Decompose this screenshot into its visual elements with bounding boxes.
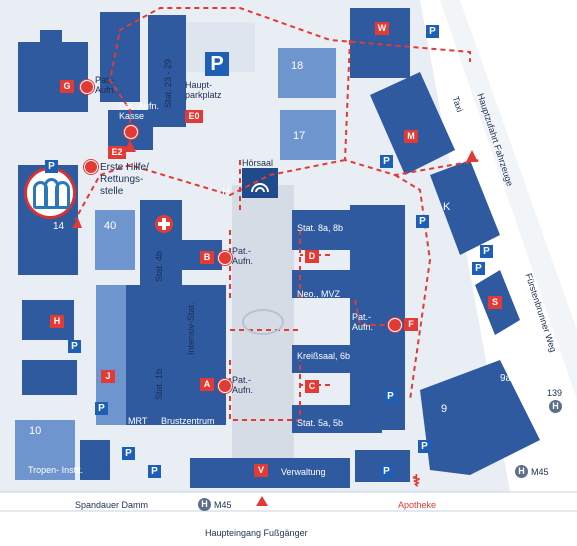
route-path (74, 7, 481, 421)
label-tropen: Tropen- Instit. (28, 465, 84, 475)
hospital-logo (24, 167, 76, 219)
label-14: 14 (53, 221, 65, 232)
pharmacy-icon: ⚕ (412, 473, 421, 490)
parking-icon: P (426, 25, 439, 38)
label-stat-1b: Stat. 1b (154, 368, 164, 400)
road-spandauer-damm: Spandauer Damm (75, 500, 149, 510)
label-18: 18 (291, 60, 304, 72)
badge-v: V (254, 464, 268, 477)
label-pat-aufn-a: Pat.- Aufn. (232, 375, 254, 395)
label-pat-aufn-b: Pat.- Aufn. (232, 246, 254, 266)
label-pat-aufn-kasse: Pat.-Aufn. Kasse (119, 101, 160, 121)
bus-stop-icon: H (549, 400, 562, 413)
lecture-hall-icon (251, 183, 269, 193)
parking-icon: P (45, 160, 58, 173)
badge-h: H (50, 315, 64, 328)
label-intensiv: Intensiv-Stat. (186, 302, 196, 355)
parking-icon: P (95, 402, 108, 415)
label-brustzentrum: Brustzentrum (161, 416, 215, 426)
label-17: 17 (293, 130, 306, 142)
label-neo-mvz: Neo., MVZ (297, 289, 341, 299)
label-haupt-parkplatz: Haupt- parkplatz (185, 80, 222, 100)
parking-icon: P (480, 245, 493, 258)
label-h-passage: H (222, 186, 230, 198)
label-m45-south: M45 (214, 500, 232, 510)
badge-d: D (305, 250, 319, 263)
badge-w: W (375, 22, 389, 35)
arrow-east-entry (466, 150, 478, 162)
parking-icon: P (68, 340, 81, 353)
label-m45-east: M45 (531, 467, 549, 477)
logo-figure-icon (55, 181, 70, 209)
label-mrt: MRT (128, 416, 148, 426)
label-9: 9 (441, 403, 448, 415)
road-south (0, 492, 577, 546)
parking-icon: P (380, 465, 393, 478)
arrow-left-14 (72, 218, 82, 228)
label-stat-8a-8b: Stat. 8a, 8b (297, 223, 344, 233)
badge-s: S (488, 296, 502, 309)
arrow-up-e2 (124, 140, 136, 152)
entrance-dot-a (218, 379, 232, 393)
parking-icon: P (380, 155, 393, 168)
bus-stop-icon: H (515, 465, 528, 478)
parking-icon: P (384, 390, 397, 403)
entrance-dot-kasse (124, 125, 138, 139)
entrance-dot-erste-hilfe (84, 160, 98, 174)
label-hoersaal: Hörsaal (242, 158, 274, 168)
building-g-upper (100, 12, 140, 102)
badge-g: G (60, 80, 74, 93)
label-stat-5a-5b: Stat. 5a, 5b (297, 418, 344, 428)
badge-f: F (404, 318, 418, 331)
parking-icon: P (148, 465, 161, 478)
badge-b: B (200, 251, 214, 264)
road-haupteingang: Haupteingang Fußgänger (205, 528, 308, 538)
parking-icon-main: P (205, 52, 229, 76)
badge-e0: E0 (185, 110, 203, 123)
building-stat-23-29 (148, 15, 186, 127)
badge-m: M (404, 130, 418, 143)
parking-icon: P (122, 447, 135, 460)
label-10: 10 (29, 425, 42, 437)
entrance-dot-f (388, 318, 402, 332)
label-kreisssaal: Kreißsaal, 6b (297, 351, 351, 361)
badge-e2: E2 (108, 146, 126, 159)
label-erste-hilfe: Erste Hilfe/ Rettungs- stelle (100, 162, 149, 197)
emergency-cross-icon (155, 215, 173, 233)
label-pat-aufn-g: Pat.- Aufn. (95, 75, 117, 95)
bus-stop-icon: H (198, 498, 211, 511)
parking-icon: P (418, 440, 431, 453)
label-stat-4b: Stat. 4b (154, 250, 164, 282)
label-verwaltung: Verwaltung (281, 467, 326, 477)
label-bus-139: 139 (547, 388, 563, 398)
label-apotheke: Apotheke (398, 500, 437, 510)
parking-icon: P (472, 262, 485, 275)
badge-j: J (101, 370, 115, 383)
arrow-up-entrance (256, 496, 268, 506)
label-40: 40 (104, 220, 117, 232)
entrance-dot-g (80, 80, 94, 94)
label-k: K (443, 201, 451, 213)
badge-a: A (200, 378, 214, 391)
courtyard-ring (242, 309, 284, 335)
badge-c: C (305, 380, 319, 393)
label-pat-aufn-f: Pat.- Aufn. (352, 312, 374, 332)
parking-icon: P (416, 215, 429, 228)
label-stat-23-29: Stat. 23 - 29 (163, 58, 173, 108)
entrance-dot-b (218, 251, 232, 265)
label-9a: 9a (500, 373, 512, 384)
